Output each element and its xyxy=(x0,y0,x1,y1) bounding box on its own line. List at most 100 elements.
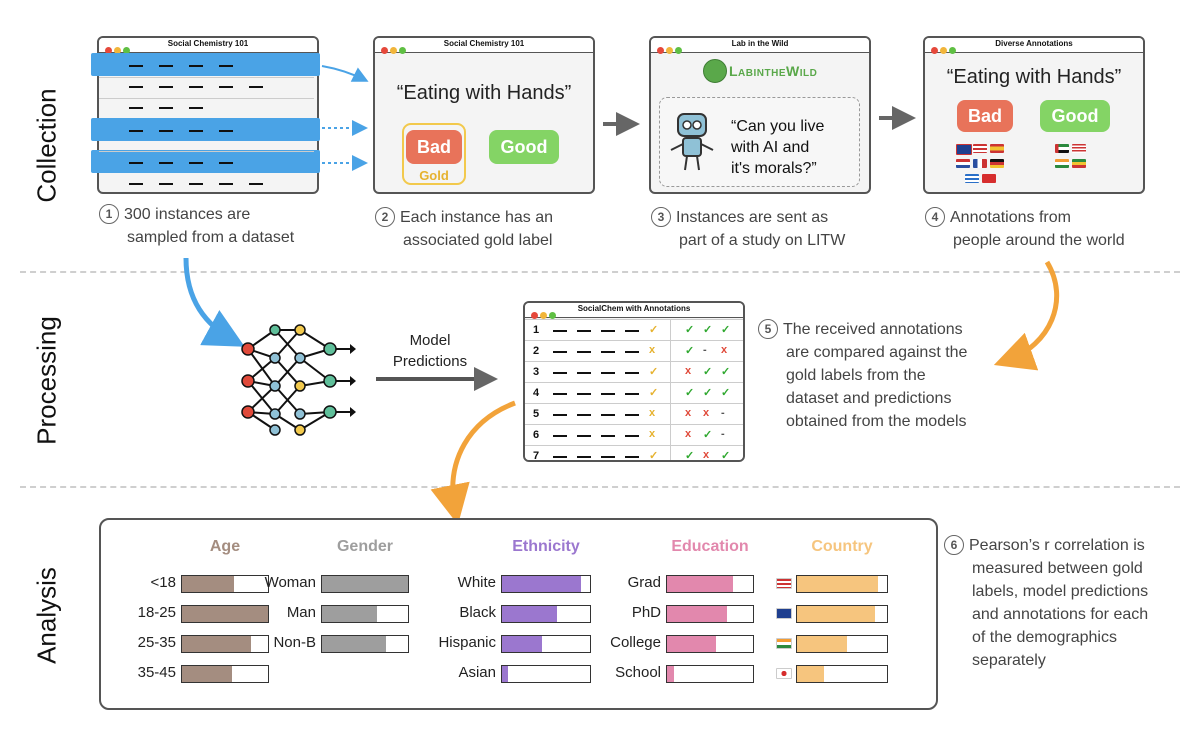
robot-question: “Can you live with AI and it's morals?” xyxy=(731,118,825,177)
row-number: 5 xyxy=(533,408,540,420)
step-number-badge: 5 xyxy=(758,319,778,339)
correlation-bar xyxy=(666,575,754,593)
row-number: 4 xyxy=(533,387,540,399)
redacted-text xyxy=(601,456,615,458)
correlation-bar-fill xyxy=(502,606,557,622)
flag-us-icon xyxy=(776,578,792,589)
column-separator xyxy=(670,320,671,341)
gold-label-mark: ✓ xyxy=(649,450,659,462)
window-title: Social Chemistry 101 xyxy=(443,39,525,48)
instance-quote: “Eating with Hands” xyxy=(396,82,572,104)
step-number-badge: 1 xyxy=(99,204,119,224)
annotation-mark: ✓ xyxy=(685,345,695,357)
window-title: SocialChem with Annotations xyxy=(577,304,691,313)
correlation-bar xyxy=(501,665,591,683)
redacted-text xyxy=(577,456,591,458)
demographic-label: <18 xyxy=(150,574,176,591)
row-number: 7 xyxy=(533,450,540,462)
correlation-bar xyxy=(501,605,591,623)
column-separator xyxy=(670,446,671,460)
redacted-text xyxy=(625,435,639,437)
correlation-bar xyxy=(796,575,888,593)
correlation-bar xyxy=(796,605,888,623)
redacted-text xyxy=(625,351,639,353)
redacted-text xyxy=(625,372,639,374)
flag-my-icon xyxy=(1072,144,1086,153)
correlation-bar-fill xyxy=(182,636,251,652)
correlation-bar-fill xyxy=(182,606,268,622)
step-number-badge: 4 xyxy=(925,207,945,227)
redacted-text xyxy=(601,414,615,416)
correlation-bar xyxy=(666,605,754,623)
redacted-text xyxy=(577,351,591,353)
demographic-title: Gender xyxy=(336,538,393,555)
annotation-mark: ✓ xyxy=(685,387,695,399)
redacted-text xyxy=(625,393,639,395)
window-titlebar: Diverse Annotations xyxy=(925,38,1143,54)
flag-et-icon xyxy=(1072,159,1086,168)
correlation-bar xyxy=(796,665,888,683)
redacted-text xyxy=(601,330,615,332)
annotation-mark: x xyxy=(685,365,692,377)
demographic-label: Hispanic xyxy=(438,634,496,651)
demographic-label: 25-35 xyxy=(137,634,176,651)
divider-collection-processing xyxy=(20,271,1180,273)
annotation-mark: - xyxy=(721,407,725,419)
demographic-title: Country xyxy=(811,538,873,555)
gold-label-mark: ✓ xyxy=(649,387,659,399)
row-number: 3 xyxy=(533,366,540,378)
bad-label: Bad xyxy=(406,130,462,164)
redacted-text xyxy=(553,456,567,458)
redacted-text xyxy=(553,414,567,416)
demographic-title: Education xyxy=(671,538,749,555)
redacted-text xyxy=(625,330,639,332)
good-label: Good xyxy=(489,130,559,164)
redacted-text xyxy=(577,330,591,332)
correlation-bar-fill xyxy=(322,636,386,652)
gold-label-mark: ✓ xyxy=(649,324,659,336)
demographic-label: 35-45 xyxy=(137,664,176,681)
redacted-text xyxy=(553,351,567,353)
correlation-bar-fill xyxy=(182,666,232,682)
column-separator xyxy=(670,425,671,446)
correlation-bar-fill xyxy=(502,636,542,652)
table-row: 7✓✓x✓ xyxy=(525,445,743,462)
correlation-bar xyxy=(181,605,269,623)
correlation-bar-fill xyxy=(667,576,734,592)
flag-ae-icon xyxy=(1055,144,1069,153)
row-number: 2 xyxy=(533,345,540,357)
gold-label-mark: x xyxy=(649,428,656,440)
flag-es-icon xyxy=(990,144,1004,153)
redacted-text xyxy=(601,372,615,374)
correlation-bar-fill xyxy=(667,666,674,682)
annotation-mark: - xyxy=(721,428,725,440)
correlation-bar-fill xyxy=(797,636,847,652)
demographic-label: Asian xyxy=(458,664,496,681)
annotation-mark: x xyxy=(703,449,710,461)
flag-jp-icon xyxy=(776,668,792,679)
redacted-text xyxy=(601,393,615,395)
column-separator xyxy=(670,383,671,404)
row-number: 6 xyxy=(533,429,540,441)
flag-in-icon xyxy=(1055,159,1069,168)
column-separator xyxy=(670,362,671,383)
sampled-row-highlight xyxy=(91,53,320,76)
flag-us-icon xyxy=(973,144,987,153)
redacted-text xyxy=(553,372,567,374)
correlation-bar xyxy=(321,635,409,653)
bad-label: Bad xyxy=(957,100,1013,132)
annotation-mark: ✓ xyxy=(703,324,713,336)
gold-tag: Gold xyxy=(419,168,449,183)
demographic-label: Non-B xyxy=(273,634,316,651)
window-title: Lab in the Wild xyxy=(731,39,789,48)
demographic-title: Ethnicity xyxy=(512,538,580,555)
column-separator xyxy=(670,404,671,425)
step-number-badge: 6 xyxy=(944,535,964,555)
window-title: Diverse Annotations xyxy=(995,39,1073,48)
redacted-text xyxy=(625,456,639,458)
correlation-bar xyxy=(321,605,409,623)
